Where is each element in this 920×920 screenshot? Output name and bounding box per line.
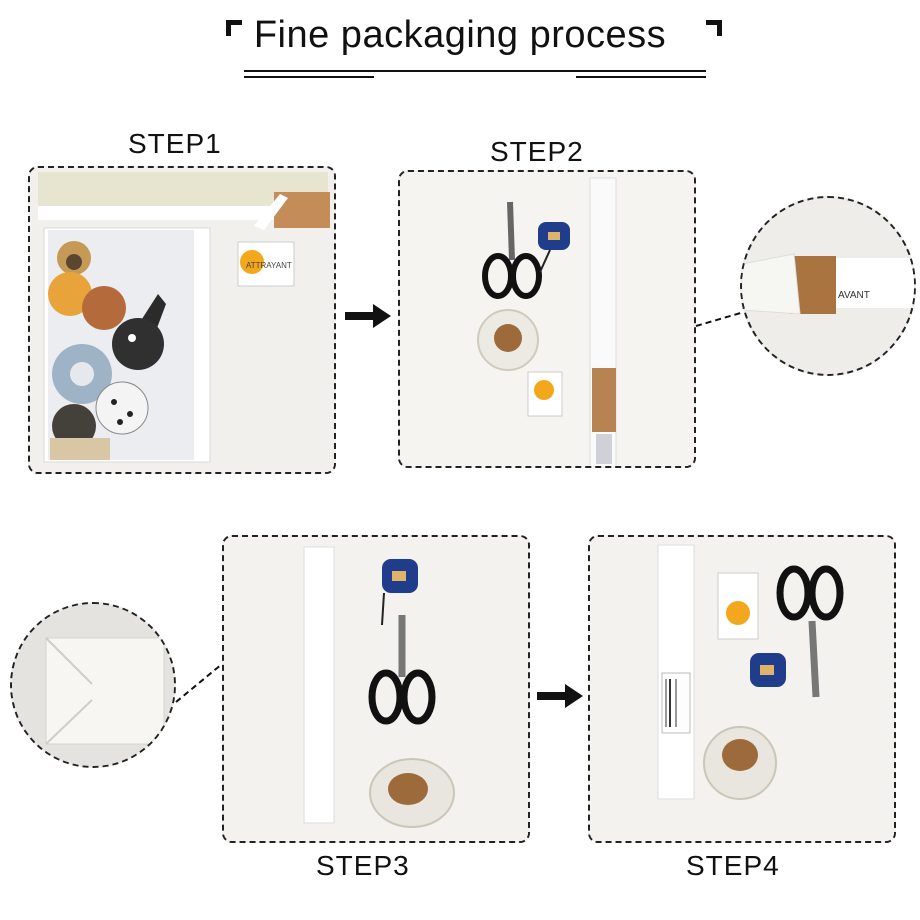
step1-photo: ATTRAYANT <box>28 166 336 474</box>
step4-label: STEP4 <box>686 850 780 881</box>
page-title: Fine packaging process <box>253 14 667 56</box>
title-corner-left-icon <box>226 20 242 36</box>
arrow-right-icon <box>345 304 391 328</box>
step3-label: STEP3 <box>316 850 410 881</box>
zoom-leader-line-2 <box>175 663 223 703</box>
step3-scene <box>224 537 528 841</box>
step3-zoom-detail <box>10 602 176 768</box>
title-underline-left <box>244 76 374 78</box>
step2-zoom-detail: AVANT <box>740 196 916 376</box>
step2-label: STEP2 <box>490 136 584 167</box>
step3-photo <box>222 535 530 843</box>
svg-text:AVANT: AVANT <box>838 290 870 301</box>
step2-scene <box>400 172 694 466</box>
step3-zoom-scene <box>12 604 174 766</box>
step1-scene: ATTRAYANT <box>30 168 334 472</box>
step4-photo <box>588 535 896 843</box>
title-underline <box>244 70 706 72</box>
step2-photo <box>398 170 696 468</box>
step2-zoom-scene: AVANT <box>742 198 914 374</box>
step1-label: STEP1 <box>128 128 222 159</box>
title-corner-right-icon <box>706 20 722 36</box>
title-underline-right <box>576 76 706 78</box>
zoom-leader-line-1 <box>695 311 745 327</box>
arrow-right-icon-2 <box>537 684 583 708</box>
step1-card-text: ATTRAYANT <box>246 261 292 270</box>
step4-scene <box>590 537 894 841</box>
